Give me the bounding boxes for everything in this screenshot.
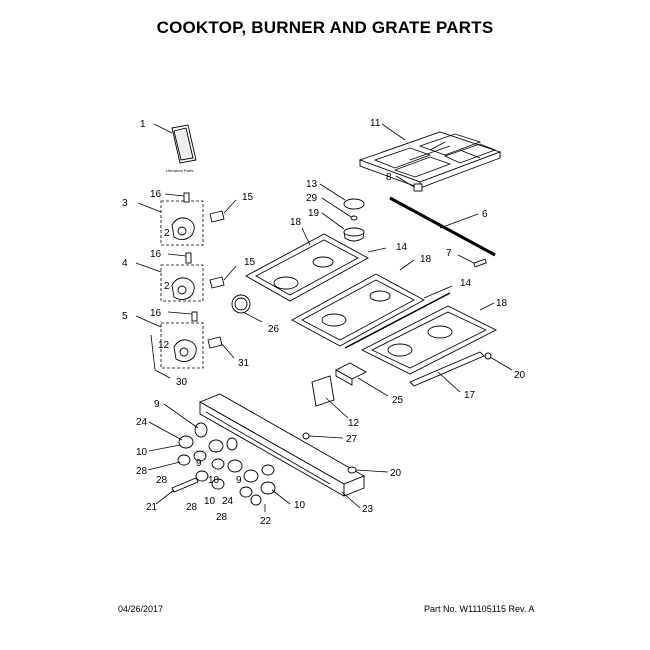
grates-illustration [358,123,502,192]
callout-25: 25 [392,395,404,406]
callout-18a: 18 [290,217,302,228]
callout-26: 26 [268,324,280,335]
callout-2b: 2 [164,281,170,292]
callout-20b: 20 [390,468,402,479]
callout-16a: 16 [150,189,162,200]
callout-31: 31 [238,358,250,369]
callout-22: 22 [260,516,272,527]
callout-17: 17 [464,390,476,401]
callout-5: 5 [122,311,128,322]
callout-7: 7 [446,248,452,259]
literature-parts-label: Literature Parts [166,168,193,173]
callout-6: 6 [482,209,488,220]
valve-assembly-5 [135,311,235,379]
callout-18c: 18 [496,298,508,309]
burner-tray-1 [245,227,387,302]
callout-9b: 9 [196,458,202,469]
callout-4: 4 [122,258,128,269]
literature-parts-illustration: Literature Parts [153,123,197,173]
callout-8: 8 [386,172,392,183]
trim-and-module [231,294,485,419]
knobs-and-bezels [147,403,291,512]
callout-15b: 15 [244,257,256,268]
callout-28d: 28 [216,512,228,523]
callout-16c: 16 [150,308,162,319]
callout-29: 29 [306,193,318,204]
callout-1: 1 [140,119,146,130]
callout-23: 23 [362,504,374,515]
callout-10c: 10 [204,496,216,507]
callout-10d: 10 [294,500,306,511]
callout-10a: 10 [136,447,148,458]
callout-19: 19 [308,208,320,219]
callout-28b: 28 [156,475,168,486]
callout-10b: 10 [208,475,220,486]
callout-28c: 28 [186,502,198,513]
callout-12b: 12 [348,418,360,429]
burner-tray-2 [291,259,453,349]
footer-date: 04/26/2017 [118,604,164,614]
callout-27: 27 [346,434,358,445]
page-title: COOKTOP, BURNER AND GRATE PARTS [156,18,494,37]
valve-assembly-3 [137,192,237,246]
callout-18b: 18 [420,254,432,265]
callout-24a: 24 [136,417,148,428]
callout-2a: 2 [164,228,170,239]
front-manifold-panel [198,393,389,509]
callout-30: 30 [176,377,188,388]
footer-part-number: Part No. W11105115 Rev. A [424,604,535,614]
callout-24b: 24 [222,496,234,507]
callout-21: 21 [146,502,158,513]
rod-parts [389,196,496,268]
callout-15a: 15 [242,192,254,203]
callout-14a: 14 [396,242,408,253]
callout-13: 13 [306,179,318,190]
callout-3: 3 [122,198,128,209]
burner-cap-assembly [319,183,365,242]
callout-labels: 1 11 8 16 15 3 2 13 29 19 18 14 6 16 4 2… [122,118,526,527]
callout-20a: 20 [514,370,526,381]
callout-9c: 9 [236,475,242,486]
valve-assembly-4 [135,252,237,302]
callout-14b: 14 [460,278,472,289]
callout-11: 11 [370,118,381,129]
burner-tray-3 [361,302,513,375]
callout-9a: 9 [154,399,160,410]
callout-28a: 28 [136,466,148,477]
callout-16b: 16 [150,249,162,260]
callout-12a: 12 [158,340,170,351]
